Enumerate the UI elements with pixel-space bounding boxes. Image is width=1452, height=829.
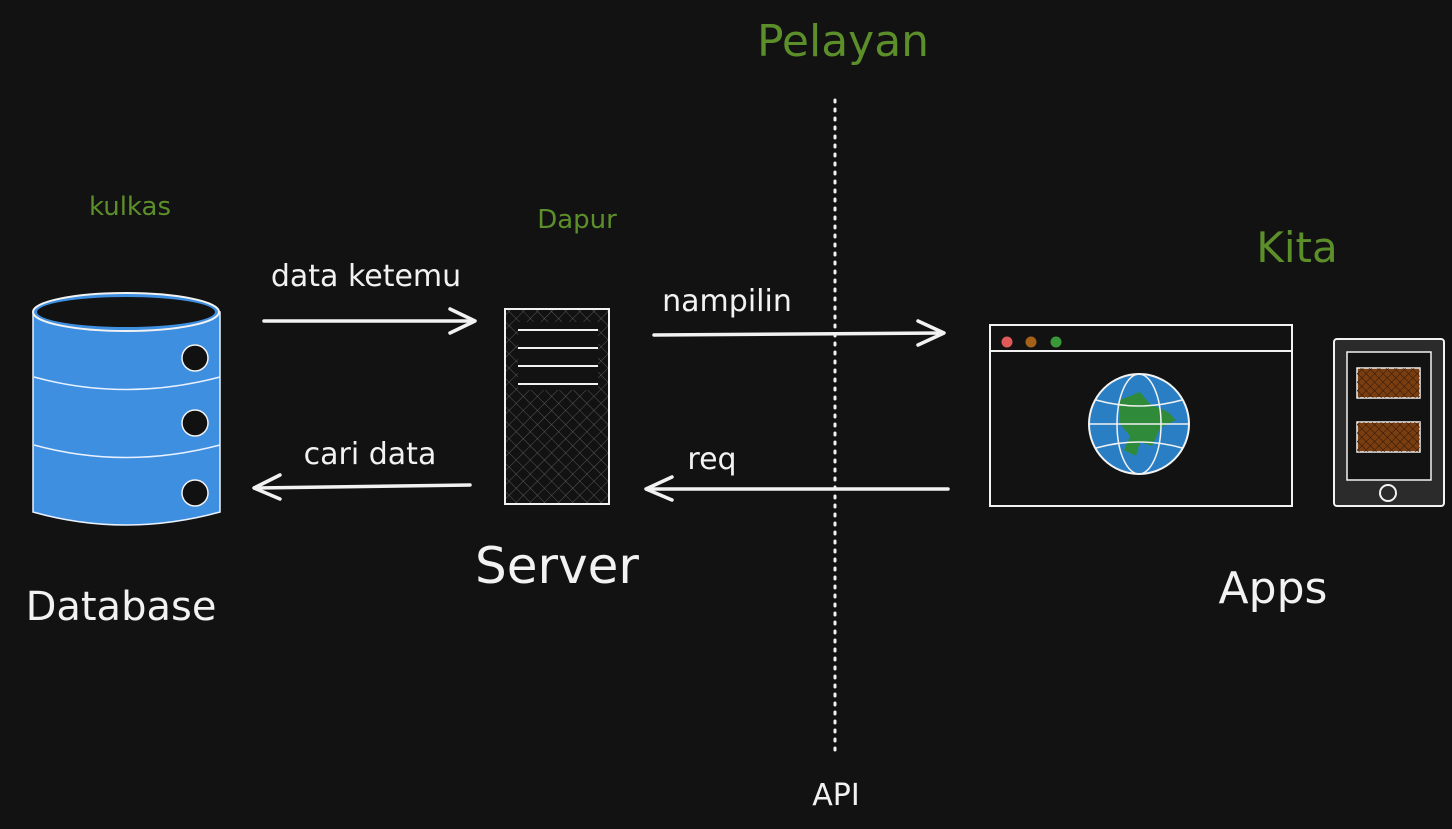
globe-icon — [1088, 373, 1190, 475]
database-icon — [32, 292, 221, 526]
database-label: Database — [26, 584, 217, 630]
browser-dot-orange-icon — [1025, 336, 1037, 348]
kulkas-label: kulkas — [89, 192, 171, 222]
browser-window-icon — [989, 324, 1293, 507]
arrow-label-req: req — [687, 442, 736, 477]
browser-dot-red-icon — [1001, 336, 1013, 348]
browser-dot-green-icon — [1050, 336, 1062, 348]
kita-label: Kita — [1256, 223, 1337, 272]
arrow-nampilin — [652, 319, 946, 347]
dapur-label: Dapur — [537, 205, 617, 235]
arrow-req — [644, 475, 950, 502]
server-icon — [504, 308, 610, 505]
arrow-label-nampilin: nampilin — [662, 284, 792, 319]
api-label: API — [812, 778, 859, 813]
arrow-label-data-ketemu: data ketemu — [271, 259, 461, 294]
mobile-phone-icon — [1333, 338, 1445, 507]
apps-label: Apps — [1219, 563, 1328, 614]
arrow-data-ketemu — [262, 307, 477, 335]
arrow-cari-data — [252, 473, 472, 501]
arrow-label-cari-data: cari data — [304, 437, 437, 472]
server-label: Server — [475, 537, 639, 595]
pelayan-label: Pelayan — [757, 16, 929, 67]
